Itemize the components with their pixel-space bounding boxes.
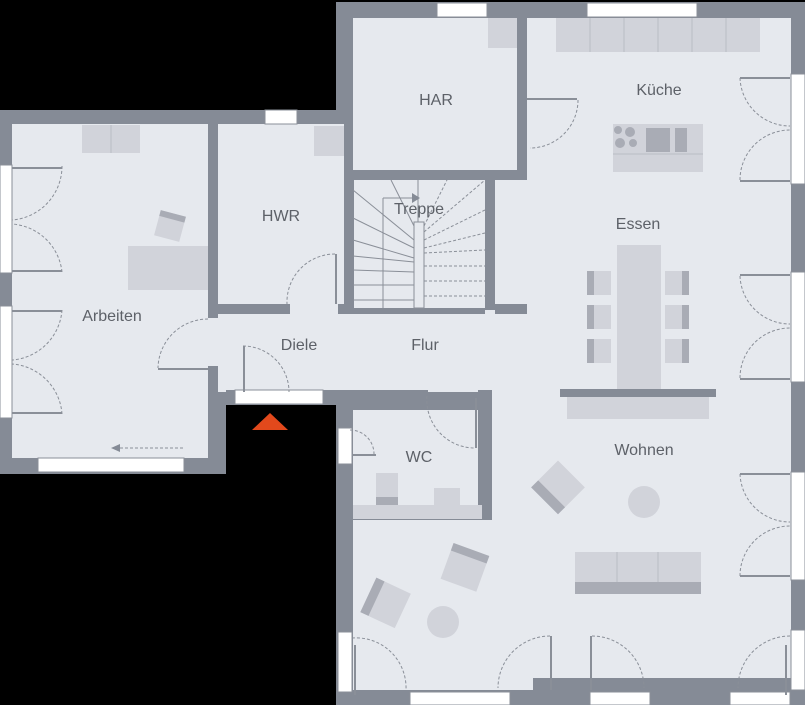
entrance-arrow-icon xyxy=(252,413,288,430)
room-label-wc: WC xyxy=(406,449,433,466)
direction-arrow-icon xyxy=(111,444,120,452)
room-label-wohnen: Wohnen xyxy=(614,442,673,459)
cabinet-har xyxy=(488,18,517,48)
room-label-arbeiten: Arbeiten xyxy=(82,308,142,325)
desk xyxy=(128,246,208,290)
room-label-flur: Flur xyxy=(411,337,439,354)
desk-chair xyxy=(154,210,186,242)
cabinet-hwr xyxy=(314,126,344,156)
door-leaves xyxy=(12,77,790,695)
room-label-kueche: Küche xyxy=(636,82,681,99)
dining-table xyxy=(617,245,661,389)
sideboard xyxy=(567,397,709,419)
room-label-hwr: HWR xyxy=(262,208,300,225)
sink xyxy=(434,488,460,506)
room-label-essen: Essen xyxy=(616,216,660,233)
stair-direction-arrow-icon xyxy=(412,193,420,203)
room-label-diele: Diele xyxy=(281,337,318,354)
floor-diele-flur xyxy=(208,314,528,392)
room-label-treppe: Treppe xyxy=(394,201,444,218)
room-label-har: HAR xyxy=(419,92,453,109)
floor-arbeiten xyxy=(12,124,208,458)
staircase xyxy=(352,179,486,309)
door-swings xyxy=(11,77,791,691)
side-table xyxy=(628,486,660,518)
exterior-void xyxy=(226,405,336,705)
wc-counter xyxy=(353,505,482,519)
